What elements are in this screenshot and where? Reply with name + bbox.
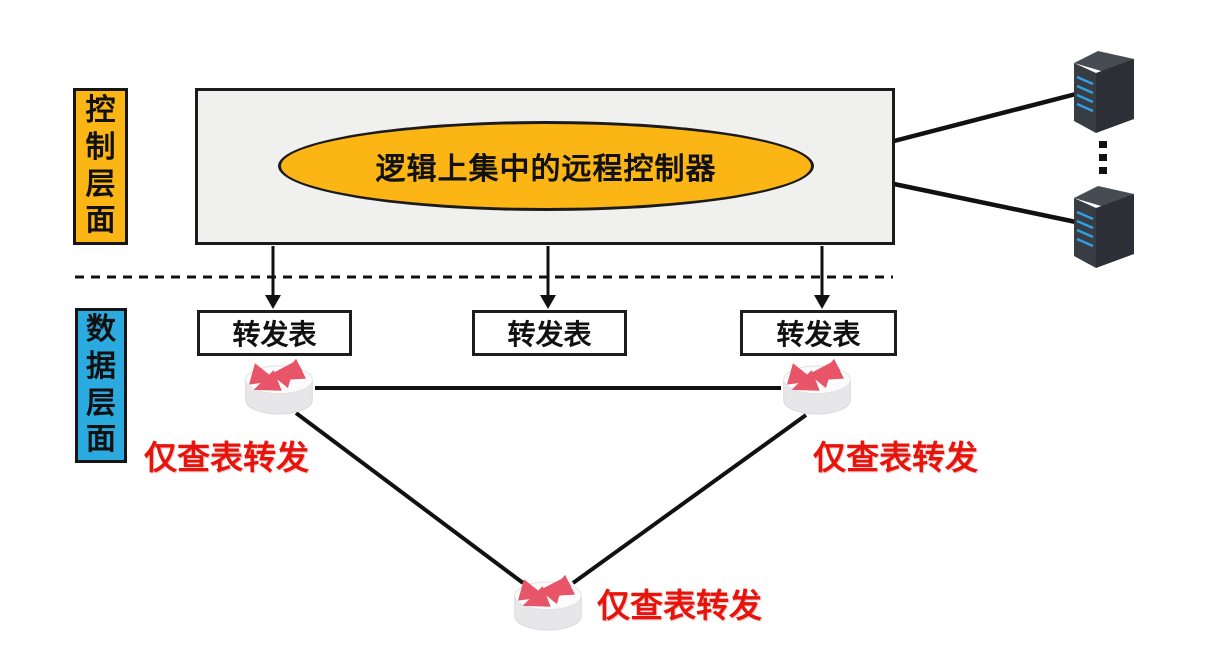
server-top — [1072, 47, 1136, 133]
forwarding-table-label-1: 转发表 — [232, 319, 317, 350]
caption-table-lookup-bottom: 仅查表转发 — [597, 587, 762, 624]
forwarding-table-box-1: 转发表 — [197, 310, 352, 356]
router-left — [242, 358, 316, 420]
remote-controller-label: 逻辑上集中的远程控制器 — [375, 153, 717, 186]
router-icon — [783, 358, 851, 415]
router-icon — [514, 574, 582, 631]
server-icon — [1074, 186, 1134, 268]
forwarding-table-label-3: 转发表 — [776, 319, 861, 350]
router-arrows — [517, 574, 576, 607]
server-led-stripes — [1076, 210, 1094, 248]
server-icon — [1074, 51, 1134, 133]
control-plane-label-text: 控制层面 — [85, 94, 116, 238]
controller-to-table-arrows — [271, 246, 824, 297]
arrowheads — [265, 295, 830, 309]
data-plane-label-text: 数据层面 — [86, 313, 116, 457]
server-bottom — [1072, 182, 1136, 268]
caption-table-lookup-left: 仅查表转发 — [144, 439, 309, 476]
ellipsis-dot — [1099, 141, 1107, 148]
ellipsis-dot — [1099, 167, 1107, 174]
router-links — [294, 386, 808, 585]
ellipsis-dot — [1099, 154, 1107, 161]
server-led-stripes — [1076, 75, 1094, 113]
remote-controller-ellipse: 逻辑上集中的远程控制器 — [278, 121, 814, 211]
router-arrows — [786, 358, 845, 391]
router-bottom — [511, 574, 585, 636]
data-plane-label: 数据层面 — [75, 308, 127, 463]
forwarding-table-box-3: 转发表 — [740, 310, 897, 356]
controller-server-links — [893, 91, 1077, 225]
vertical-ellipsis — [1099, 141, 1107, 174]
caption-table-lookup-right: 仅查表转发 — [813, 439, 978, 476]
forwarding-table-label-2: 转发表 — [507, 319, 592, 350]
router-arrows — [248, 358, 307, 391]
router-right — [780, 358, 854, 420]
control-plane-label: 控制层面 — [73, 88, 128, 245]
router-icon — [245, 358, 313, 415]
forwarding-table-box-2: 转发表 — [472, 310, 627, 356]
